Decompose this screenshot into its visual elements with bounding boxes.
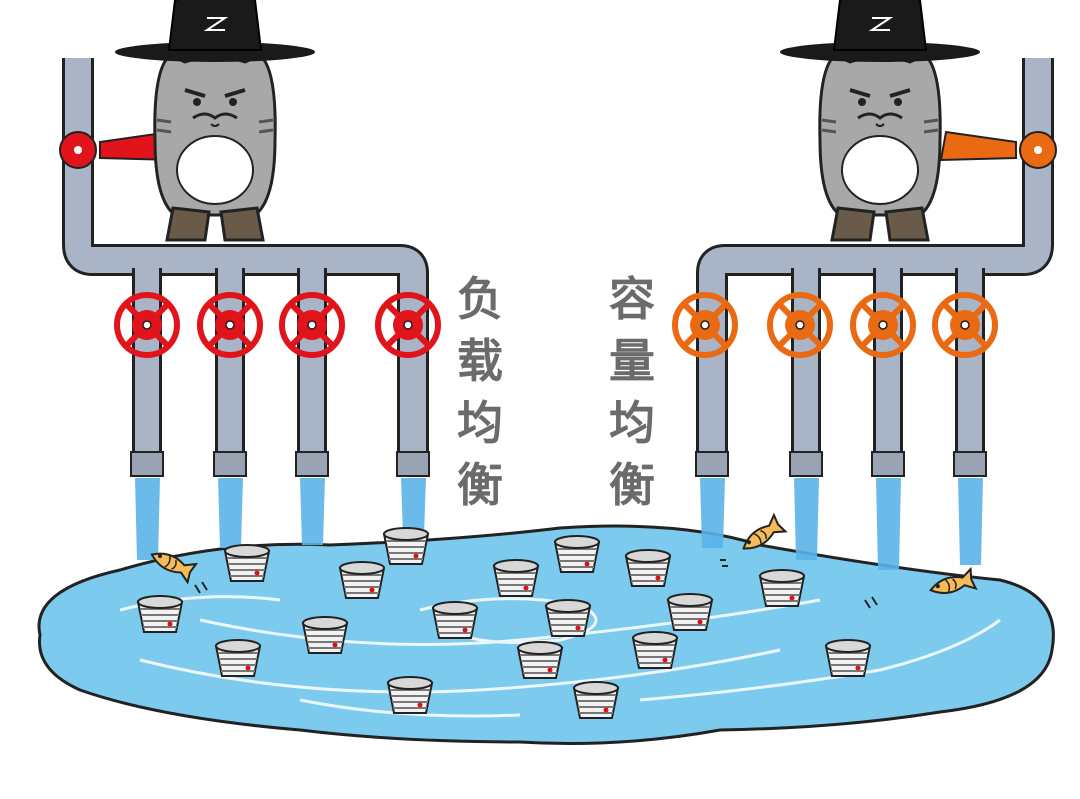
water-pool <box>37 524 1055 745</box>
label-char: 载 <box>457 334 503 388</box>
splash-marks <box>194 559 878 609</box>
label-char: 均 <box>457 396 503 450</box>
bucket-icon <box>825 639 871 677</box>
label-char: 负 <box>457 272 503 326</box>
bucket-icon <box>387 676 433 714</box>
bucket-icon <box>224 544 270 582</box>
bucket-icon <box>302 616 348 654</box>
bucket-icon <box>667 593 713 631</box>
left-valves <box>117 295 438 355</box>
bucket-icon <box>493 559 539 597</box>
bucket-icon <box>545 599 591 637</box>
label-char: 衡 <box>457 458 503 512</box>
label-char: 衡 <box>609 458 655 512</box>
cat-bandit-icon <box>113 0 317 242</box>
left-water-streams <box>135 478 426 560</box>
bucket-icon <box>215 639 261 677</box>
label-char: 容 <box>609 272 655 326</box>
label-char: 量 <box>609 334 655 388</box>
right-water-streams <box>700 478 983 570</box>
bucket-icon <box>137 595 183 633</box>
load-balancing-label: 负 载 均 衡 <box>450 268 510 516</box>
bucket-icon <box>554 535 600 573</box>
bucket-icon <box>432 601 478 639</box>
capacity-balancing-label: 容 量 均 衡 <box>602 268 662 516</box>
bucket-icon <box>759 569 805 607</box>
bucket-icon <box>632 631 678 669</box>
bucket-icon <box>573 681 619 719</box>
bucket-icon <box>383 527 429 565</box>
cat-bandit-icon <box>778 0 982 242</box>
right-pipe-system <box>695 58 1057 477</box>
label-char: 均 <box>609 396 655 450</box>
bucket-icon <box>339 561 385 599</box>
bucket-icon <box>625 549 671 587</box>
bucket-icon <box>517 641 563 679</box>
